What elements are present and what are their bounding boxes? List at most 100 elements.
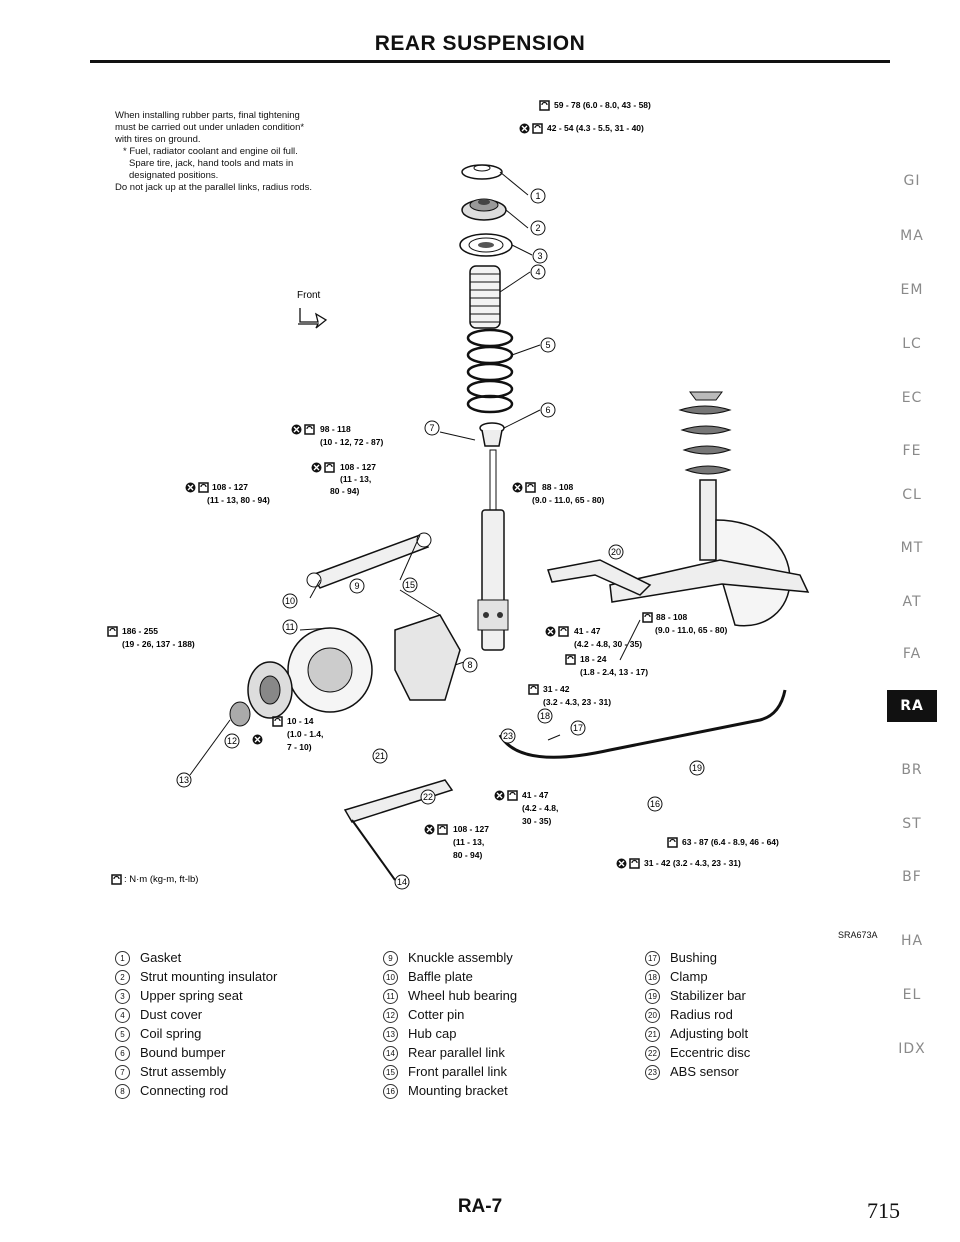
side-tab-br[interactable]: BR [901, 762, 923, 778]
page-code: RA-7 [457, 1196, 503, 1217]
legend-item: 17 Bushing [645, 948, 750, 967]
hub-cap-part [229, 701, 251, 727]
note-line: Do not jack up at the parallel links, ra… [115, 182, 312, 193]
legend-number: 2 [115, 970, 130, 985]
legend-number: 5 [115, 1027, 130, 1042]
legend-label: Bushing [670, 950, 717, 965]
side-tab-ma[interactable]: MA [900, 228, 924, 244]
svg-text:18 - 24: 18 - 24 [580, 654, 607, 664]
page-title: REAR SUSPENSION [374, 32, 586, 55]
callout-19: 19 [692, 763, 702, 773]
svg-text:(11 - 13,: (11 - 13, [340, 474, 371, 484]
legend-label: Radius rod [670, 1007, 733, 1022]
legend-number: 21 [645, 1027, 660, 1042]
callout-23: 23 [503, 731, 513, 741]
side-tab-ha[interactable]: HA [900, 933, 924, 949]
callout-4: 4 [535, 267, 540, 277]
svg-text:63 - 87 (6.4 - 8.9, 46 - 64): 63 - 87 (6.4 - 8.9, 46 - 64) [682, 837, 779, 847]
torque-spec-7: 186 - 255 (19 - 26, 137 - 188) [107, 626, 195, 649]
mounting-insulator-part [461, 198, 507, 221]
side-tab-ra[interactable]: RA [887, 690, 937, 722]
svg-text:(11 - 13, 80 - 94): (11 - 13, 80 - 94) [207, 495, 270, 505]
svg-text:(3.2 - 4.3, 23 - 31): (3.2 - 4.3, 23 - 31) [543, 697, 611, 707]
callout-2: 2 [535, 223, 540, 233]
callout-13: 13 [179, 775, 189, 785]
legend-label: Dust cover [140, 1007, 203, 1022]
legend-label: Bound bumper [140, 1045, 226, 1060]
replace-icon [251, 733, 264, 746]
legend-number: 17 [645, 951, 660, 966]
svg-text:(11 - 13,: (11 - 13, [453, 837, 484, 847]
svg-text:(4.2 - 4.8,: (4.2 - 4.8, [522, 803, 558, 813]
side-tab-idx[interactable]: IDX [898, 1041, 926, 1057]
torque-spec-6: 88 - 108 (9.0 - 11.0, 65 - 80) [511, 481, 604, 505]
side-tab-bf[interactable]: BF [902, 869, 922, 885]
torque-spec-12: 10 - 14 (1.0 - 1.4, 7 - 10) [272, 716, 323, 752]
leader-lines [189, 171, 641, 776]
legend-label: Rear parallel link [408, 1045, 505, 1060]
callout-18: 18 [540, 711, 550, 721]
exploded-diagram: 1 2 3 4 5 6 7 8 9 10 11 12 13 14 15 16 1… [107, 100, 810, 890]
legend-label: Hub cap [408, 1026, 457, 1041]
legend-number: 1 [115, 951, 130, 966]
svg-text:186 - 255: 186 - 255 [122, 626, 158, 636]
svg-text:59 - 78 (6.0 - 8.0, 43 - 58): 59 - 78 (6.0 - 8.0, 43 - 58) [554, 100, 651, 110]
svg-text:30 - 35): 30 - 35) [522, 816, 551, 826]
svg-text:31 - 42 (3.2 - 4.3, 23 - 31): 31 - 42 (3.2 - 4.3, 23 - 31) [644, 858, 741, 868]
side-tab-el[interactable]: EL [902, 987, 922, 1003]
side-tab-fa[interactable]: FA [902, 646, 922, 662]
note-line: designated positions. [129, 170, 219, 181]
side-tab-fe[interactable]: FE [902, 443, 922, 459]
stabilizer-bar-part [498, 689, 787, 759]
legend-number: 9 [383, 951, 398, 966]
legend-label: Upper spring seat [140, 988, 243, 1003]
callout-21: 21 [375, 751, 385, 761]
side-tab-ec[interactable]: EC [901, 390, 923, 406]
bound-bumper-part [479, 422, 505, 447]
side-tab-em[interactable]: EM [900, 282, 924, 298]
torque-spec-2: 42 - 54 (4.3 - 5.5, 31 - 40) [518, 122, 644, 135]
svg-text:7 - 10): 7 - 10) [287, 742, 312, 752]
note-line: * Fuel, radiator coolant and engine oil … [123, 146, 298, 157]
side-tab-st[interactable]: ST [902, 816, 922, 832]
svg-text:80 - 94): 80 - 94) [330, 486, 359, 496]
legend-label: Baffle plate [408, 969, 473, 984]
strut-assembly-part [477, 449, 509, 651]
legend-number: 20 [645, 1008, 660, 1023]
legend-label: Mounting bracket [408, 1083, 508, 1098]
callout-8: 8 [467, 660, 472, 670]
legend-number: 19 [645, 989, 660, 1004]
side-tab-lc[interactable]: LC [902, 336, 922, 352]
legend-number: 23 [645, 1065, 660, 1080]
side-tab-gi[interactable]: GI [903, 173, 921, 189]
side-tab-mt[interactable]: MT [900, 540, 924, 556]
svg-text:98 - 118: 98 - 118 [320, 424, 351, 434]
side-tab-at[interactable]: AT [902, 594, 922, 610]
figure-id: SRA673A [838, 930, 878, 940]
rear-parallel-link-part [343, 779, 454, 881]
callout-14: 14 [397, 877, 407, 887]
legend-label: Eccentric disc [670, 1045, 751, 1060]
legend-label: Wheel hub bearing [408, 988, 518, 1003]
svg-text:(10 - 12, 72 - 87): (10 - 12, 72 - 87) [320, 437, 383, 447]
torque-spec-14: 108 - 127 (11 - 13, 80 - 94) [423, 823, 489, 860]
legend-item: 13 Hub cap [383, 1024, 517, 1043]
callout-15: 15 [405, 580, 415, 590]
callout-1: 1 [535, 191, 540, 201]
svg-text:(1.8 - 2.4, 13 - 17): (1.8 - 2.4, 13 - 17) [580, 667, 648, 677]
svg-text:80 - 94): 80 - 94) [453, 850, 482, 860]
side-tab-cl[interactable]: CL [902, 487, 922, 503]
legend-number: 13 [383, 1027, 398, 1042]
legend-label: Stabilizer bar [670, 988, 746, 1003]
svg-text:31 - 42: 31 - 42 [543, 684, 570, 694]
torque-spec-16: 31 - 42 (3.2 - 4.3, 23 - 31) [615, 857, 741, 870]
